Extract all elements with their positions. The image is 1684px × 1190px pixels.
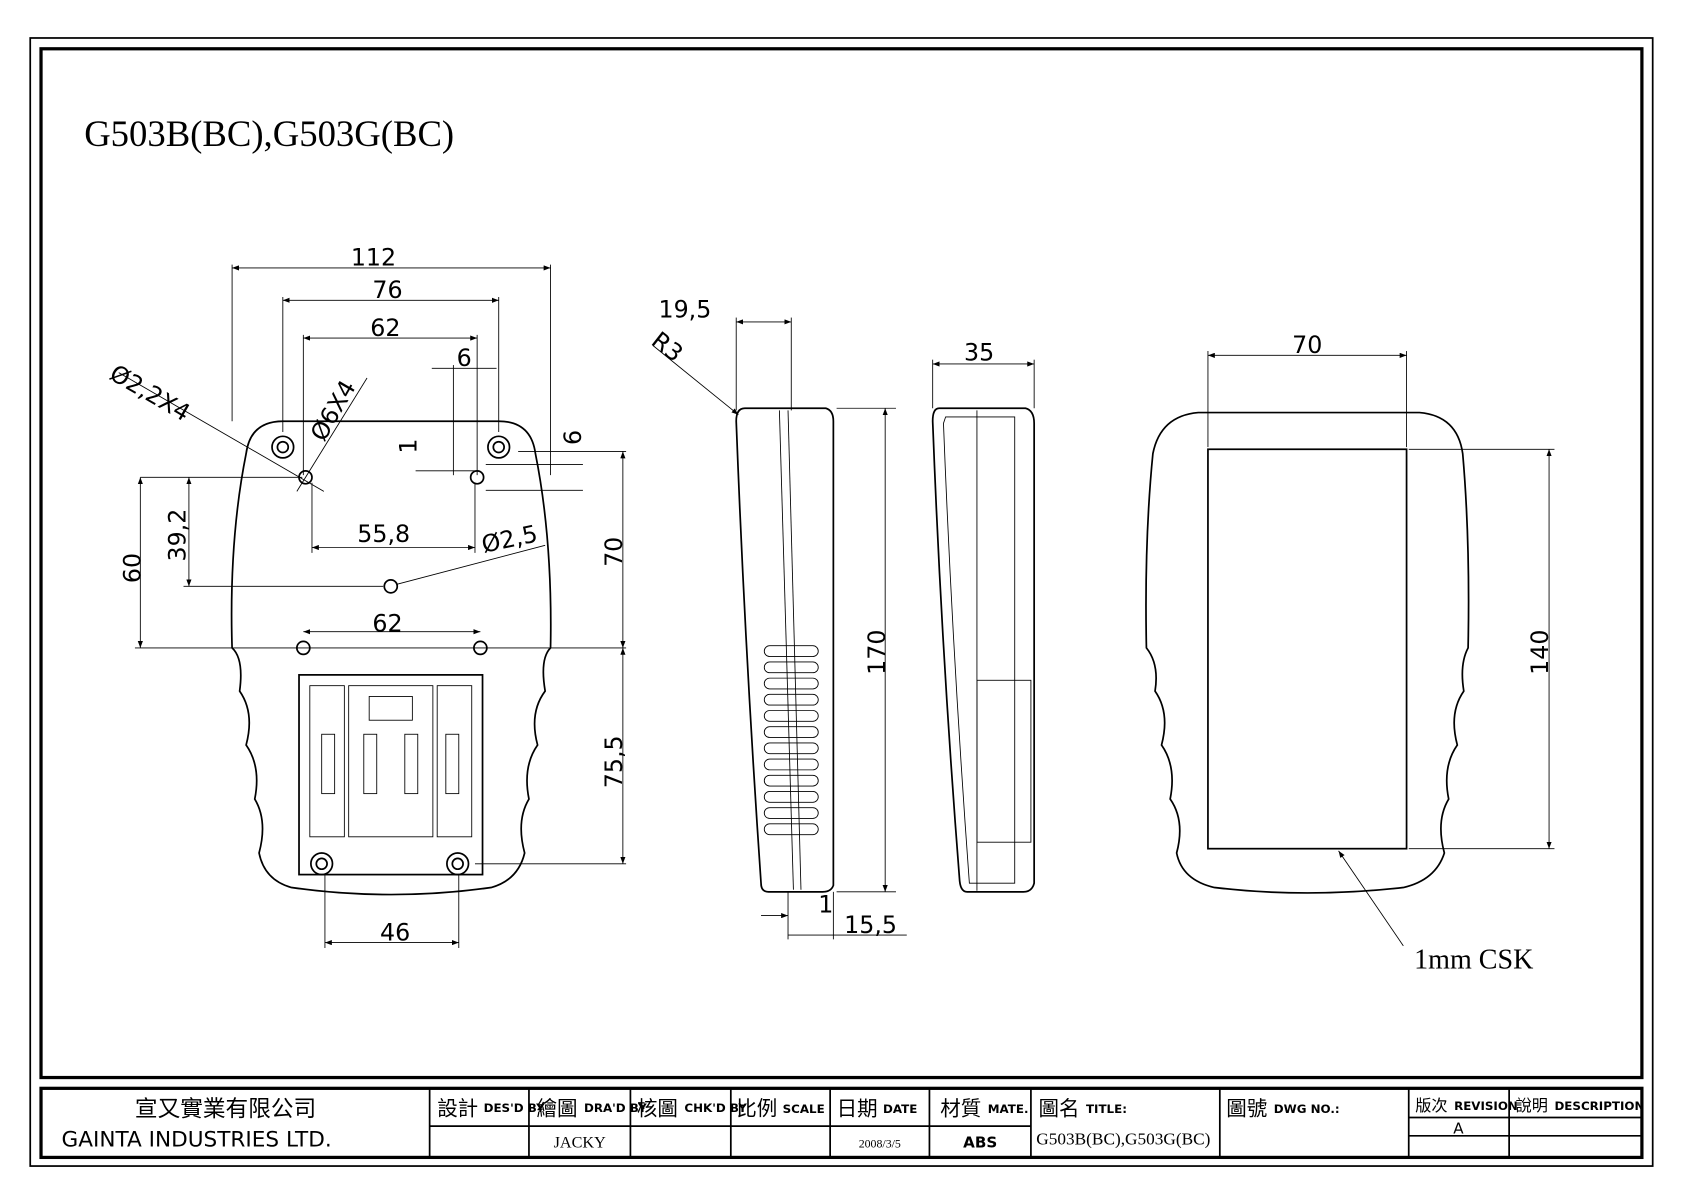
dim-r3: R3 <box>646 326 688 368</box>
field-label-en: DATE <box>883 1102 917 1116</box>
dim-76: 76 <box>372 276 402 304</box>
dim-15-5: 15,5 <box>844 911 897 939</box>
revision-value: A <box>1453 1120 1464 1138</box>
battery-compartment <box>298 674 484 876</box>
field-label-zh: 比例 <box>736 1096 777 1120</box>
dim-75-5: 75,5 <box>600 735 628 788</box>
field-label-zh: 設計 <box>437 1096 478 1120</box>
revision-label-zh: 版次 <box>1415 1096 1447 1115</box>
description-label-zh: 說明 <box>1516 1096 1548 1115</box>
field-value-date: 2008/3/5 <box>859 1137 901 1151</box>
battery-icon <box>445 733 460 795</box>
company-name-zh: 宣又實業有限公司 <box>135 1096 316 1122</box>
dim-39-2: 39,2 <box>164 509 192 562</box>
dim-112: 112 <box>351 244 396 272</box>
dim-hole-6: Ø6X4 <box>305 375 362 445</box>
battery-icon <box>404 733 419 795</box>
drawing-title: G503B(BC),G503G(BC) <box>84 113 454 154</box>
field-label-en: DWG NO.: <box>1274 1102 1340 1116</box>
side-view: 19,5 R3 170 1 15,5 <box>646 296 907 940</box>
title-block: 宣又實業有限公司 GAINTA INDUSTRIES LTD. 設計 DES'D… <box>39 1086 1644 1160</box>
dim-140: 140 <box>1526 630 1554 675</box>
dim-60: 60 <box>118 553 146 583</box>
dim-70: 70 <box>600 537 628 567</box>
field-label-zh: 繪圖 <box>537 1096 578 1120</box>
field-label-zh: 核圖 <box>637 1096 678 1120</box>
dim-70-back: 70 <box>1292 331 1322 359</box>
field-label-zh: 圖號 <box>1226 1096 1267 1120</box>
dim-55-8: 55,8 <box>357 520 410 548</box>
field-value-material: ABS <box>963 1134 997 1152</box>
dim-1-side: 1 <box>818 890 833 918</box>
field-label-zh: 圖名 <box>1038 1096 1079 1120</box>
note-csk: 1mm CSK <box>1414 945 1533 976</box>
dim-19-5: 19,5 <box>658 296 711 324</box>
field-label-en: DRA'D BY <box>584 1101 647 1115</box>
battery-icon <box>321 733 336 795</box>
revision-label-en: REVISION <box>1454 1099 1518 1113</box>
field-label-en: TITLE: <box>1086 1102 1127 1116</box>
dim-62-bottom: 62 <box>372 610 402 638</box>
display-window <box>1207 448 1408 850</box>
field-value-title: G503B(BC),G503G(BC) <box>1036 1129 1210 1148</box>
section-view: 35 <box>931 339 1036 893</box>
dim-170: 170 <box>863 630 891 675</box>
dim-35: 35 <box>964 339 994 367</box>
outer-border <box>29 37 1654 1167</box>
field-value-drawn-by: JACKY <box>554 1134 606 1152</box>
dim-hole-2-5: Ø2,5 <box>479 520 540 559</box>
inner-border <box>39 47 1644 1080</box>
description-label-en: DESCRIPTION <box>1554 1099 1644 1113</box>
battery-icon <box>363 733 378 795</box>
dim-46: 46 <box>380 918 410 946</box>
dim-1: 1 <box>395 438 423 453</box>
field-label-en: SCALE <box>783 1102 825 1116</box>
field-label-zh: 材質 <box>940 1096 981 1120</box>
dim-hole-2-2: Ø2,2X4 <box>105 359 195 427</box>
dim-6-right: 6 <box>559 430 587 445</box>
field-label-en: CHK'D BY <box>684 1101 747 1115</box>
field-label-en: MATE. <box>988 1102 1029 1116</box>
field-label-en: DES'D BY <box>484 1101 545 1115</box>
back-view: 70 140 1mm CSK <box>1145 331 1555 976</box>
front-view: 112 76 62 6 Ø2,2X4 Ø6X4 1 6 39,2 60 55,8… <box>105 244 628 948</box>
dim-6: 6 <box>457 344 472 372</box>
company-name-en: GAINTA INDUSTRIES LTD. <box>62 1128 332 1153</box>
dim-62-top: 62 <box>370 314 400 342</box>
field-label-zh: 日期 <box>837 1096 878 1120</box>
